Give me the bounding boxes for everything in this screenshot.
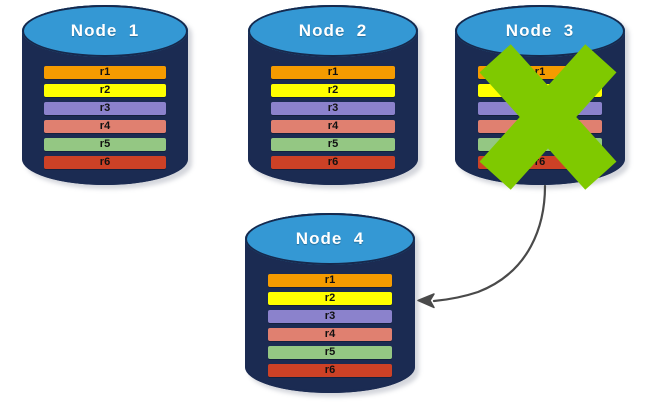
node-4-label: Node 4 bbox=[295, 229, 365, 249]
record-r6: r6 bbox=[44, 155, 166, 169]
node-2-record-list: r1 r2 r3 r4 r5 r6 bbox=[270, 66, 396, 169]
node-4-cylinder-top: Node 4 bbox=[245, 213, 415, 266]
record-r3: r3 bbox=[44, 102, 166, 116]
node-2-cylinder-top: Node 2 bbox=[248, 5, 418, 58]
record-r1: r1 bbox=[44, 66, 166, 80]
node-3-record-list: r1 r2 r3 r4 r5 r6 bbox=[477, 66, 603, 169]
record-r6: r6 bbox=[267, 363, 393, 377]
record-r2: r2 bbox=[477, 84, 603, 98]
record-r6: r6 bbox=[270, 155, 396, 169]
record-r4: r4 bbox=[270, 119, 396, 133]
record-r1: r1 bbox=[270, 66, 396, 80]
node-3-cylinder-top: Node 3 bbox=[455, 5, 625, 58]
record-r3: r3 bbox=[267, 310, 393, 324]
node-3-label: Node 3 bbox=[505, 21, 575, 41]
record-r5: r5 bbox=[267, 345, 393, 359]
arrow-head-icon bbox=[417, 293, 435, 309]
record-r4: r4 bbox=[477, 119, 603, 133]
record-r5: r5 bbox=[44, 137, 166, 151]
record-r5: r5 bbox=[477, 137, 603, 151]
node-2-label: Node 2 bbox=[298, 21, 368, 41]
record-r2: r2 bbox=[44, 84, 166, 98]
node-4[interactable]: Node 4 r1 r2 r3 r4 r5 r6 bbox=[245, 213, 419, 397]
record-r6: r6 bbox=[477, 155, 603, 169]
record-r2: r2 bbox=[270, 84, 396, 98]
node-4-record-list: r1 r2 r3 r4 r5 r6 bbox=[267, 274, 393, 377]
node-1-cylinder-top: Node 1 bbox=[22, 5, 188, 58]
record-r2: r2 bbox=[267, 292, 393, 306]
record-r3: r3 bbox=[270, 102, 396, 116]
record-r3: r3 bbox=[477, 102, 603, 116]
record-r4: r4 bbox=[44, 119, 166, 133]
node-3[interactable]: Node 3 r1 r2 r3 r4 r5 r6 bbox=[455, 5, 629, 189]
record-r5: r5 bbox=[270, 137, 396, 151]
arrow-path bbox=[432, 184, 547, 303]
node-1-label: Node 1 bbox=[70, 21, 140, 41]
record-r1: r1 bbox=[477, 66, 603, 80]
record-r1: r1 bbox=[267, 274, 393, 288]
node-1-record-list: r1 r2 r3 r4 r5 r6 bbox=[44, 66, 166, 169]
record-r4: r4 bbox=[267, 327, 393, 341]
node-1[interactable]: Node 1 r1 r2 r3 r4 r5 r6 bbox=[22, 5, 192, 189]
node-2[interactable]: Node 2 r1 r2 r3 r4 r5 r6 bbox=[248, 5, 422, 189]
